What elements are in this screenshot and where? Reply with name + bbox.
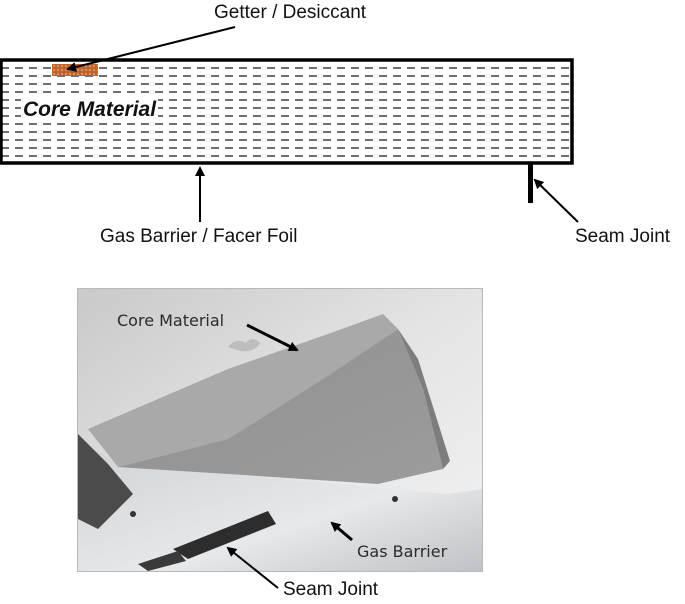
photo-core-label: Core Material bbox=[117, 311, 224, 330]
seam-joint-tab bbox=[528, 163, 533, 203]
getter-label: Getter / Desiccant bbox=[214, 2, 366, 24]
gas-barrier-label: Gas Barrier / Facer Foil bbox=[100, 226, 297, 248]
panel-photo-image bbox=[78, 289, 482, 571]
getter-block bbox=[52, 64, 98, 76]
photo-seam-label: Seam Joint bbox=[283, 579, 378, 601]
seam-arrow bbox=[535, 180, 578, 222]
seam-joint-label: Seam Joint bbox=[575, 226, 670, 248]
panel-photo bbox=[77, 288, 483, 572]
core-material-label: Core Material bbox=[21, 98, 158, 122]
photo-barrier-label: Gas Barrier bbox=[357, 542, 447, 561]
